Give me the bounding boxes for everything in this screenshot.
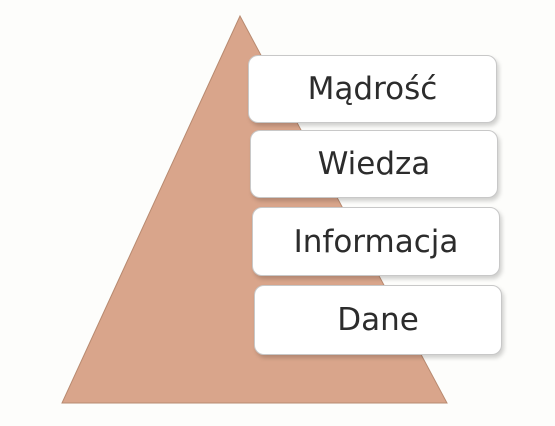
pyramid-level-knowledge: Wiedza [250, 130, 498, 198]
level-label-knowledge: Wiedza [317, 146, 431, 182]
level-label-wisdom: Mądrość [307, 71, 438, 107]
level-label-information: Informacja [293, 223, 459, 260]
level-label-data: Dane [337, 302, 419, 338]
pyramid-level-data: Dane [254, 285, 502, 355]
pyramid-level-wisdom: Mądrość [248, 55, 497, 123]
pyramid-level-information: Informacja [252, 207, 500, 276]
